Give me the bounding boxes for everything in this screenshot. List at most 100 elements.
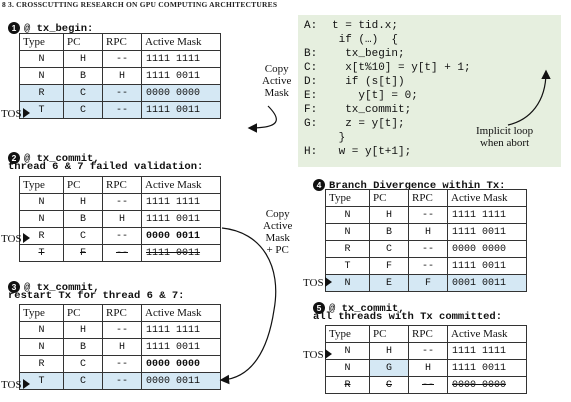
cell-mask: 1111 0011 bbox=[141, 244, 221, 262]
cell-pc: C bbox=[369, 376, 409, 394]
line-label: H: bbox=[304, 146, 318, 158]
col-mask-header: Active Mask bbox=[141, 304, 221, 322]
cell-mask: 0000 0000 bbox=[141, 84, 221, 102]
cell-mask: 0000 0000 bbox=[447, 376, 527, 394]
code-line: F: tx_commit; bbox=[304, 103, 471, 117]
cell-pc: C bbox=[63, 101, 103, 119]
tos-label: TOS bbox=[1, 108, 22, 120]
col-type-header: Type bbox=[19, 33, 64, 51]
line-text: tx_commit; bbox=[332, 104, 412, 116]
cell-type: T bbox=[19, 101, 64, 119]
line-label: E: bbox=[304, 90, 318, 102]
line-text: z = y[t]; bbox=[332, 118, 405, 130]
cell-mask: 0000 0000 bbox=[447, 240, 527, 258]
cell-rpc: H bbox=[102, 210, 142, 228]
panel-caption-line: @ tx_commit, bbox=[24, 153, 100, 165]
cell-type: R bbox=[19, 355, 64, 373]
panel-5-caption: 5 @ tx_commit, bbox=[313, 298, 405, 316]
note-line: Copy bbox=[265, 208, 290, 220]
cell-rpc: -- bbox=[102, 193, 142, 211]
cell-rpc: -- bbox=[102, 84, 142, 102]
cell-pc: H bbox=[369, 342, 409, 360]
col-rpc-header: RPC bbox=[102, 176, 142, 194]
cell-rpc: F bbox=[408, 274, 448, 292]
table-header-row: Type PC RPC Active Mask bbox=[19, 33, 221, 51]
cell-mask: 1111 0011 bbox=[447, 359, 527, 377]
page-header: 8 3. CROSSCUTTING RESEARCH ON GPU COMPUT… bbox=[2, 0, 278, 9]
cell-pc: H bbox=[63, 50, 103, 68]
cell-type: T bbox=[19, 244, 64, 262]
cell-pc: C bbox=[63, 372, 103, 390]
panel-caption-line: restart Tx for thread 6 & 7: bbox=[8, 290, 185, 302]
panel-2-caption: 2 @ tx_commit, bbox=[8, 148, 100, 166]
tos-arrow-icon bbox=[22, 108, 30, 118]
code-line: A:t = tid.x; bbox=[304, 19, 471, 33]
cell-pc: C bbox=[369, 240, 409, 258]
code-line: G: z = y[t]; bbox=[304, 117, 471, 131]
table-header-row: Type PC RPC Active Mask bbox=[19, 304, 221, 322]
copy-active-mask-note-1: Copy Active Mask bbox=[262, 63, 291, 99]
cell-mask: 1111 1111 bbox=[141, 321, 221, 339]
line-label: F: bbox=[304, 104, 318, 116]
cell-type: R bbox=[19, 84, 64, 102]
cell-rpc: -- bbox=[408, 342, 448, 360]
line-label: A: bbox=[304, 20, 318, 32]
line-text: if (…) { bbox=[332, 34, 399, 46]
col-type-header: Type bbox=[325, 189, 370, 207]
cell-mask: 0000 0011 bbox=[141, 372, 221, 390]
cell-rpc: H bbox=[408, 359, 448, 377]
line-label: D: bbox=[304, 76, 318, 88]
panel-caption-line: @ tx_commit, bbox=[329, 303, 405, 315]
col-pc-header: PC bbox=[63, 176, 103, 194]
cell-type: N bbox=[325, 206, 370, 224]
cell-pc: C bbox=[63, 227, 103, 245]
step-number-5: 5 bbox=[313, 302, 325, 314]
tos-arrow-icon bbox=[22, 233, 30, 243]
code-lines: A:t = tid.x; if (…) { B: tx_begin; C: x[… bbox=[304, 19, 471, 159]
line-text: x[t%10] = y[t] + 1; bbox=[332, 62, 471, 74]
col-type-header: Type bbox=[19, 176, 64, 194]
tos-arrow-icon bbox=[22, 379, 30, 389]
line-text: tx_begin; bbox=[332, 48, 405, 60]
tos-label: TOS bbox=[1, 379, 22, 391]
cell-mask: 1111 0011 bbox=[141, 101, 221, 119]
cell-mask: 0000 0011 bbox=[141, 227, 221, 245]
col-pc-header: PC bbox=[369, 325, 409, 343]
col-pc-header: PC bbox=[369, 189, 409, 207]
panel-caption-line: thread 6 & 7 failed validation: bbox=[8, 161, 204, 173]
line-label: C: bbox=[304, 62, 318, 74]
copy-active-mask-pc-note: Copy Active Mask + PC bbox=[263, 208, 292, 256]
cell-mask: 1111 0011 bbox=[141, 210, 221, 228]
line-text: } bbox=[332, 132, 346, 144]
tos-label: TOS bbox=[303, 349, 324, 361]
panel-caption-line: @ tx_begin: bbox=[24, 23, 94, 35]
cell-type: R bbox=[325, 376, 370, 394]
cell-rpc: -- bbox=[408, 206, 448, 224]
step-number-2: 2 bbox=[8, 152, 20, 164]
tos-arrow-icon bbox=[324, 349, 332, 359]
table-header-row: Type PC RPC Active Mask bbox=[325, 325, 527, 343]
code-line: E: y[t] = 0; bbox=[304, 89, 471, 103]
tos-marker-1: TOS bbox=[1, 108, 30, 120]
cell-pc: B bbox=[63, 338, 103, 356]
step-number-4: 4 bbox=[313, 179, 325, 191]
note-line: when abort bbox=[479, 137, 530, 149]
